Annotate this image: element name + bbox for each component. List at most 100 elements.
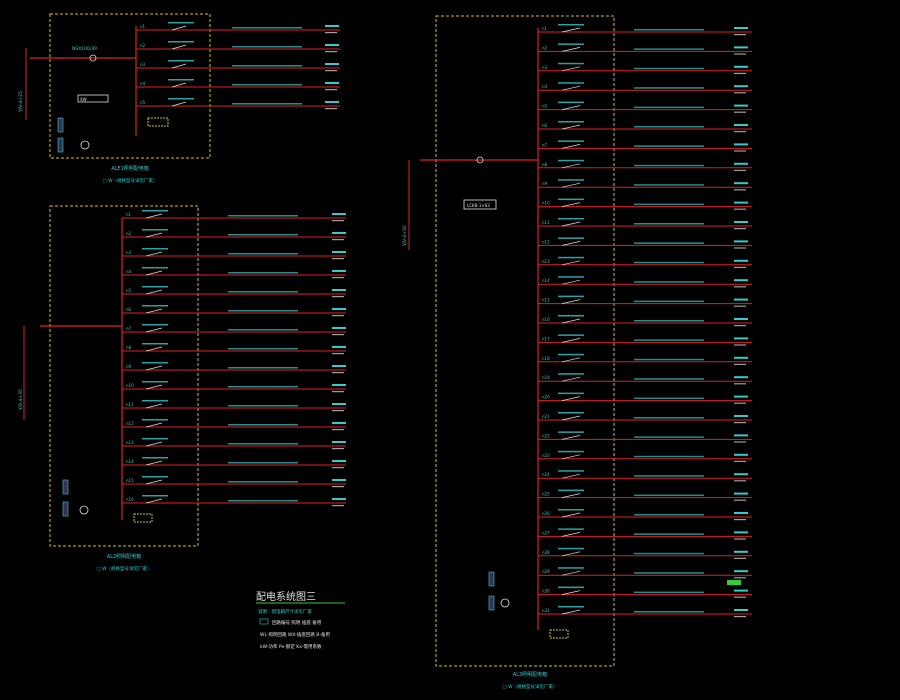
load-power-mark <box>734 383 746 385</box>
load-power-mark <box>734 616 746 618</box>
cable-spec-mark <box>228 386 298 388</box>
circuit-row: n1 <box>122 210 346 222</box>
circuit-row: n11 <box>122 400 346 412</box>
panel-3-earth-icon <box>488 595 495 611</box>
panel-3-ground-icon <box>500 598 510 608</box>
load-label-mark <box>332 441 346 443</box>
load-power-mark <box>734 422 746 424</box>
load-label-mark <box>734 162 748 165</box>
load-power-mark <box>734 34 746 36</box>
circuit-row: n7 <box>538 140 752 152</box>
breaker-icon <box>561 551 581 557</box>
breaker-icon <box>145 251 163 257</box>
circuit-id: n1 <box>542 26 548 31</box>
load-power-mark <box>734 131 746 133</box>
circuit-id: n6 <box>542 123 548 128</box>
breaker-spec-mark <box>558 198 584 201</box>
circuit-id: n7 <box>126 326 132 331</box>
circuit-id: n6 <box>126 307 132 312</box>
load-power-mark <box>734 189 746 191</box>
load-label-mark <box>734 609 748 611</box>
cable-spec-mark <box>228 443 298 445</box>
circuit-id: n2 <box>140 43 146 48</box>
breaker-spec-mark <box>558 528 584 530</box>
load-label-mark <box>734 337 748 340</box>
breaker-spec-mark <box>558 295 584 298</box>
circuit-id: n3 <box>126 250 132 255</box>
load-label-mark <box>325 25 339 27</box>
load-power-mark <box>734 286 746 288</box>
circuit-row: n29 <box>538 567 752 579</box>
breaker-spec-mark <box>142 419 168 421</box>
circuit-id: n22 <box>542 433 550 438</box>
circuit-id: n24 <box>542 472 550 477</box>
circuit-row: n28 <box>538 547 752 559</box>
load-label-mark <box>734 589 748 592</box>
panel-3-label: AL3照明配电箱 <box>513 671 547 678</box>
circuit-row: n31 <box>538 606 752 618</box>
breaker-spec-mark <box>142 362 168 364</box>
circuit-id: n28 <box>542 550 550 555</box>
load-power-mark <box>332 505 344 507</box>
load-label-mark <box>332 289 346 291</box>
panel-2-ground-icon <box>79 505 89 515</box>
load-label-mark <box>332 327 346 329</box>
breaker-spec-mark <box>168 22 194 24</box>
cable-spec-mark <box>228 481 298 483</box>
breaker-icon <box>145 384 163 390</box>
circuit-id: n29 <box>542 569 550 574</box>
cable-spec-mark <box>634 223 704 225</box>
breaker-spec-mark <box>142 305 168 307</box>
breaker-icon <box>145 308 163 314</box>
load-power-mark <box>734 266 746 268</box>
load-label-mark <box>734 279 748 282</box>
circuit-id: n30 <box>542 589 550 594</box>
legend-line-2: WL-照明回路 WX-插座回路 B-备用 <box>260 631 330 638</box>
breaker-icon <box>561 609 581 615</box>
breaker-icon <box>561 338 581 343</box>
circuit-id: n15 <box>542 298 550 303</box>
panel-3-spare-box <box>549 629 569 639</box>
circuit-row: n7 <box>122 324 346 336</box>
load-label-mark <box>325 63 339 65</box>
breaker-spec-mark <box>558 121 584 123</box>
load-label-mark <box>734 201 748 204</box>
load-power-mark <box>734 596 746 598</box>
circuit-row: n19 <box>538 373 752 385</box>
cable-spec-mark <box>232 103 302 105</box>
breaker-icon <box>171 63 187 69</box>
breaker-spec-mark <box>142 457 168 459</box>
breaker-icon <box>145 365 163 371</box>
circuit-id: n13 <box>542 259 550 264</box>
load-label-mark <box>734 318 748 320</box>
load-power-mark <box>332 467 344 469</box>
breaker-spec-mark <box>142 324 168 326</box>
cable-spec-mark <box>634 106 704 109</box>
circuit-id: n16 <box>126 497 134 502</box>
circuit-id: n27 <box>542 530 550 535</box>
circuit-id: n9 <box>126 364 132 369</box>
panel-3: LCKB-1×63 AL3照明配电箱 □ W（规格型号详见厂家） YJV-4×5… <box>402 15 752 690</box>
load-label-mark <box>734 531 748 534</box>
load-power-mark <box>332 315 344 317</box>
load-label-mark <box>734 46 748 49</box>
cable-spec-mark <box>634 300 704 303</box>
cable-spec-mark <box>634 397 704 400</box>
breaker-icon <box>561 124 581 130</box>
load-power-mark <box>332 277 344 279</box>
legend-line-1: 回路编号 照明 插座 备用 <box>272 619 321 626</box>
load-power-mark <box>325 32 337 34</box>
breaker-spec-mark <box>142 248 168 250</box>
breaker-icon <box>561 279 581 285</box>
circuit-id: n20 <box>542 395 550 400</box>
breaker-spec-mark <box>168 79 194 81</box>
load-label-mark <box>332 422 346 424</box>
circuit-row: n1 <box>136 22 340 34</box>
cable-spec-mark <box>634 358 704 361</box>
breaker-spec-mark <box>142 267 168 269</box>
circuit-id: n10 <box>542 201 550 206</box>
breaker-spec-mark <box>558 353 584 356</box>
circuit-id: n1 <box>140 24 146 29</box>
cable-spec-mark <box>232 65 302 67</box>
